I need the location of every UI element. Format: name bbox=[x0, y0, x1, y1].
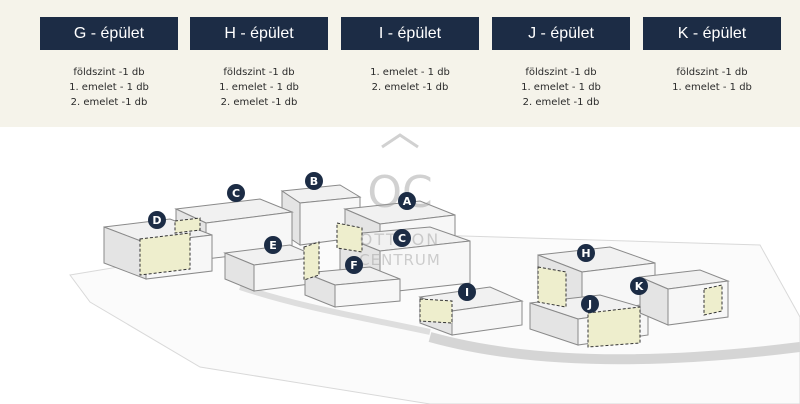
highlight-unit[interactable] bbox=[336, 222, 363, 253]
road bbox=[428, 332, 800, 365]
highlight-unit[interactable] bbox=[587, 306, 641, 348]
watermark-logo: OC bbox=[367, 167, 432, 218]
building-card-g: G - épület földszint -1 db 1. emelet - 1… bbox=[40, 17, 178, 110]
building-i-button[interactable]: I - épület bbox=[341, 17, 479, 50]
unit-line: 2. emelet -1 db bbox=[522, 97, 600, 108]
building-j-button[interactable]: J - épület bbox=[492, 17, 630, 50]
unit-line: 2. emelet -1 db bbox=[371, 82, 449, 93]
marker-c[interactable]: C bbox=[227, 184, 245, 202]
svg-text:H: H bbox=[581, 247, 590, 260]
highlight-unit[interactable] bbox=[174, 217, 201, 234]
building-markers: A B C C D E F H I J K bbox=[148, 172, 648, 313]
highlighted-units bbox=[139, 217, 723, 348]
highlight-unit[interactable] bbox=[303, 241, 320, 281]
building-h-button[interactable]: H - épület bbox=[190, 17, 328, 50]
svg-text:A: A bbox=[403, 195, 412, 208]
unit-line: 1. emelet - 1 db bbox=[370, 67, 450, 78]
marker-d[interactable]: D bbox=[148, 211, 166, 229]
marker-j[interactable]: J bbox=[581, 295, 599, 313]
unit-line: 1. emelet - 1 db bbox=[219, 82, 299, 93]
unit-line: 1. emelet - 1 db bbox=[672, 82, 752, 93]
highlight-unit[interactable] bbox=[537, 266, 567, 308]
svg-text:I: I bbox=[465, 286, 469, 299]
site-map: OC OTTHON CENTRUM A B C C D E F H I J K bbox=[69, 133, 800, 404]
marker-e[interactable]: E bbox=[264, 236, 282, 254]
unit-line: 2. emelet -1 db bbox=[70, 97, 148, 108]
svg-text:C: C bbox=[398, 232, 406, 245]
building-k-button[interactable]: K - épület bbox=[643, 17, 781, 50]
building-card-j: J - épület földszint -1 db 1. emelet - 1… bbox=[492, 17, 630, 110]
svg-text:B: B bbox=[310, 175, 318, 188]
road-edge bbox=[239, 284, 431, 335]
marker-f[interactable]: F bbox=[345, 256, 363, 274]
building-f[interactable] bbox=[304, 266, 401, 308]
building-card-k: K - épület földszint -1 db 1. emelet - 1… bbox=[643, 17, 781, 95]
building-card-i: I - épület 1. emelet - 1 db 2. emelet -1… bbox=[341, 17, 479, 95]
marker-c2[interactable]: C bbox=[393, 229, 411, 247]
building-h-units: földszint -1 db 1. emelet - 1 db 2. emel… bbox=[190, 65, 328, 110]
unit-line: 2. emelet -1 db bbox=[220, 97, 298, 108]
building-card-h: H - épület földszint -1 db 1. emelet - 1… bbox=[190, 17, 328, 110]
highlight-unit[interactable] bbox=[139, 232, 191, 276]
unit-line: földszint -1 db bbox=[223, 67, 295, 78]
building-k-units: földszint -1 db 1. emelet - 1 db bbox=[643, 65, 781, 95]
watermark-roof-icon bbox=[381, 133, 419, 149]
unit-line: földszint -1 db bbox=[73, 67, 145, 78]
svg-text:D: D bbox=[152, 214, 161, 227]
svg-text:K: K bbox=[635, 280, 644, 293]
svg-text:C: C bbox=[232, 187, 240, 200]
marker-b[interactable]: B bbox=[305, 172, 323, 190]
marker-k[interactable]: K bbox=[630, 277, 648, 295]
building-g-units: földszint -1 db 1. emelet - 1 db 2. emel… bbox=[40, 65, 178, 110]
unit-line: 1. emelet - 1 db bbox=[521, 82, 601, 93]
watermark-line2: CENTRUM bbox=[359, 251, 441, 269]
unit-line: földszint -1 db bbox=[525, 67, 597, 78]
marker-i[interactable]: I bbox=[458, 283, 476, 301]
unit-line: földszint -1 db bbox=[676, 67, 748, 78]
svg-text:F: F bbox=[350, 259, 358, 272]
marker-h[interactable]: H bbox=[577, 244, 595, 262]
highlight-unit[interactable] bbox=[703, 284, 723, 316]
unit-line: 1. emelet - 1 db bbox=[69, 82, 149, 93]
marker-a[interactable]: A bbox=[398, 192, 416, 210]
building-i-units: 1. emelet - 1 db 2. emelet -1 db bbox=[341, 65, 479, 95]
highlight-unit[interactable] bbox=[419, 298, 453, 324]
svg-text:E: E bbox=[269, 239, 277, 252]
building-summary-panel: G - épület földszint -1 db 1. emelet - 1… bbox=[0, 0, 800, 127]
building-j-units: földszint -1 db 1. emelet - 1 db 2. emel… bbox=[492, 65, 630, 110]
svg-text:J: J bbox=[587, 298, 592, 311]
building-g-button[interactable]: G - épület bbox=[40, 17, 178, 50]
